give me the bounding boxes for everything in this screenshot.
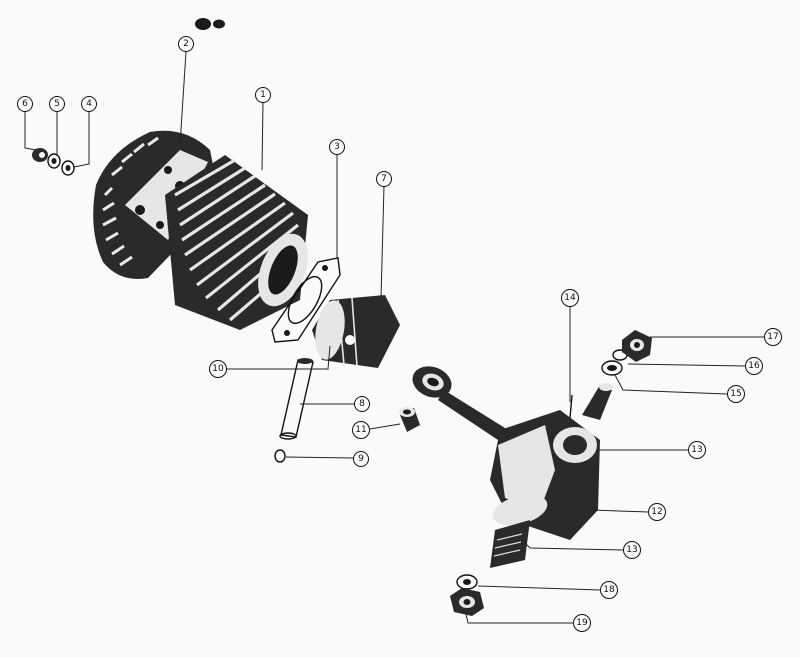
callout-7-label: 7 <box>381 174 387 184</box>
part-12-crankshaft <box>490 383 613 568</box>
callout-4-label: 4 <box>86 99 92 109</box>
callout-10: 10 <box>209 360 227 378</box>
callout-17-label: 17 <box>767 332 778 342</box>
callout-9: 9 <box>353 451 369 467</box>
callout-6-label: 6 <box>22 99 28 109</box>
part-19-nut <box>450 588 484 616</box>
part-3-base-gasket <box>271 257 341 343</box>
callout-4: 4 <box>81 96 97 112</box>
callout-3-label: 3 <box>334 142 340 152</box>
callout-16: 16 <box>745 357 763 375</box>
callout-11-label: 11 <box>355 425 366 435</box>
callout-19-label: 19 <box>576 618 588 628</box>
leader-lines <box>24 51 765 624</box>
part-18-lockwasher <box>456 574 478 590</box>
callout-13-bottom: 13 <box>623 541 641 559</box>
callout-19: 19 <box>573 614 591 632</box>
callout-18: 18 <box>600 581 618 599</box>
callout-17: 17 <box>764 328 782 346</box>
callout-8-label: 8 <box>359 399 365 409</box>
part-1-cylinder-barrel <box>165 155 308 330</box>
callout-12-label: 12 <box>651 507 662 517</box>
callout-1: 1 <box>255 87 271 103</box>
callout-10-label: 10 <box>212 364 224 374</box>
callout-12: 12 <box>648 503 666 521</box>
callout-2: 2 <box>178 36 194 52</box>
callout-2-label: 2 <box>183 39 189 49</box>
callout-7: 7 <box>376 171 392 187</box>
part-9-circlip <box>274 449 286 463</box>
part-17-nut <box>622 330 652 362</box>
callout-6: 6 <box>17 96 33 112</box>
callout-11: 11 <box>352 421 370 439</box>
top-decal-marks <box>195 18 225 30</box>
part-8-piston-pin <box>279 358 314 440</box>
part-11-needle-bearing <box>399 407 420 432</box>
callout-9-label: 9 <box>358 454 364 464</box>
callout-1-label: 1 <box>260 90 266 100</box>
callout-14: 14 <box>561 289 579 307</box>
connecting-rod <box>412 366 505 440</box>
part-7-piston <box>312 295 400 368</box>
callout-5: 5 <box>49 96 65 112</box>
callout-8: 8 <box>354 396 370 412</box>
callout-13-top-label: 13 <box>691 445 702 455</box>
part-4-washer <box>61 160 75 176</box>
callout-13-bottom-label: 13 <box>626 545 637 555</box>
part-5-washer <box>47 153 61 169</box>
part-15-washer <box>601 360 623 376</box>
callout-3: 3 <box>329 139 345 155</box>
callout-14-label: 14 <box>564 293 576 303</box>
callout-15: 15 <box>727 385 745 403</box>
callout-16-label: 16 <box>748 361 760 371</box>
callout-15-label: 15 <box>730 389 741 399</box>
callout-18-label: 18 <box>603 585 615 595</box>
callout-13-top: 13 <box>688 441 706 459</box>
callout-5-label: 5 <box>54 99 60 109</box>
part-6-nut <box>32 148 48 162</box>
